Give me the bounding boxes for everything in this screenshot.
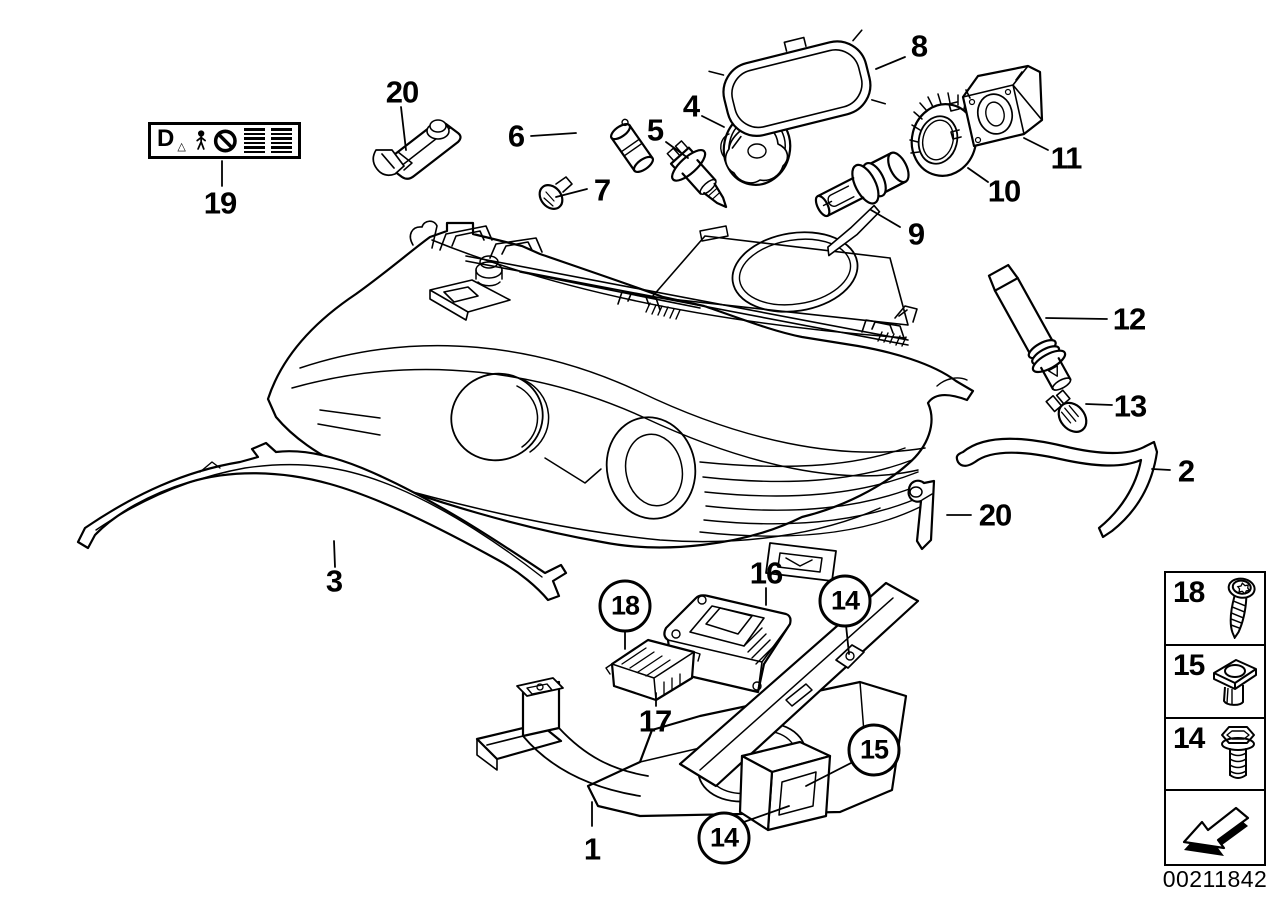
torx-flange-bolt-icon	[1221, 725, 1255, 779]
part-1-mounting-bracket	[475, 581, 920, 832]
callout-13: 13	[1113, 388, 1147, 424]
part-2-trim-strip	[955, 437, 1159, 539]
legend-label-15: 15	[1173, 648, 1205, 682]
part-3-trim-strip	[76, 441, 568, 602]
callout-5: 5	[646, 112, 664, 148]
callout-11: 11	[1050, 140, 1083, 176]
torx-pan-screw-icon	[1227, 577, 1256, 640]
expansion-nut-icon	[1213, 659, 1257, 706]
part-12-bulb-holder	[987, 263, 1072, 391]
callout-15-circled: 15	[847, 723, 901, 777]
legend-cell-arrow	[1166, 791, 1264, 864]
stripes-icon	[270, 128, 292, 154]
legend-cell-15: 15	[1166, 646, 1264, 719]
part-13-wedge-bulb	[1045, 389, 1088, 433]
part-19-warning-sticker: D△	[148, 122, 301, 159]
part-6-bulb-socket	[609, 118, 655, 174]
callout-20-top: 20	[385, 74, 419, 110]
callout-14-circled-top: 14	[818, 574, 872, 628]
callout-16: 16	[749, 555, 783, 591]
headlamp-housing	[266, 220, 975, 582]
callout-7: 7	[593, 172, 611, 208]
callout-8: 8	[910, 28, 928, 64]
callout-14-circled-bottom: 14	[697, 811, 751, 865]
legend-label-14: 14	[1173, 721, 1205, 755]
callout-2: 2	[1177, 453, 1195, 489]
part-17-module	[605, 638, 701, 702]
sticker-d-label: D	[157, 124, 175, 152]
part-16-control-unit	[663, 594, 792, 694]
legend-cell-14: 14	[1166, 719, 1264, 792]
callout-4: 4	[682, 88, 700, 124]
document-number: 00211842	[1162, 866, 1268, 892]
part-5-halogen-bulb	[666, 140, 728, 209]
part-8-gasket-frame	[708, 29, 887, 149]
callout-9: 9	[907, 216, 925, 252]
triangle-icon: △	[177, 141, 186, 153]
direction-arrow-icon	[1182, 806, 1250, 856]
legend-label-18: 18	[1173, 576, 1205, 609]
callout-10: 10	[987, 173, 1021, 209]
callout-17: 17	[638, 703, 672, 739]
part-10-retaining-ring	[909, 92, 978, 177]
callout-19: 19	[203, 185, 237, 221]
callout-6: 6	[507, 118, 525, 154]
part-7-small-bulb	[538, 176, 573, 210]
pedestrian-icon	[196, 129, 206, 150]
stripes-icon	[243, 128, 265, 154]
callout-1: 1	[583, 831, 601, 867]
part-9-xenon-bulb	[814, 151, 910, 257]
legend-cell-18: 18	[1166, 573, 1264, 646]
callout-20-right: 20	[978, 497, 1012, 533]
part-20-clip-top	[372, 119, 462, 180]
callout-18-circled: 18	[598, 579, 652, 633]
leader-lines	[221, 56, 1171, 827]
part-11-igniter-box	[948, 64, 1044, 148]
fastener-legend-panel: 18 15 14	[1164, 571, 1266, 866]
callout-3: 3	[325, 563, 343, 599]
callout-12: 12	[1112, 301, 1146, 337]
part-20-clip-right	[907, 479, 936, 551]
prohibition-icon	[214, 129, 237, 152]
